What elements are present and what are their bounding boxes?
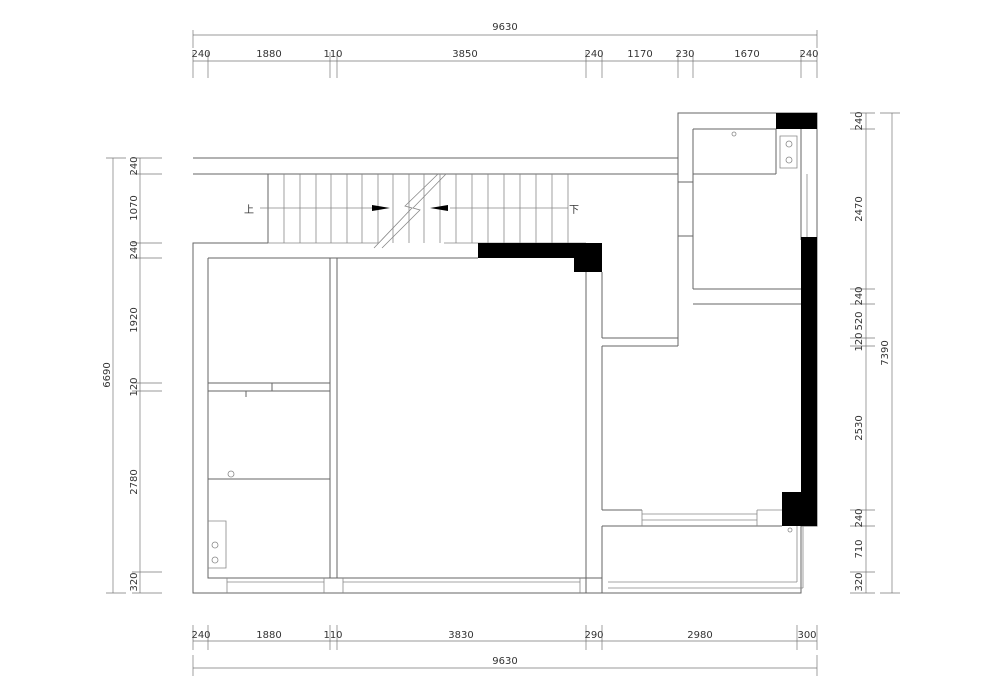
bottom-seg-7: 300 [797,630,816,641]
stair-up-label: 上 [244,204,254,216]
interior-walls [208,258,804,593]
left-seg-5: 120 [129,377,140,396]
bottom-dimension-total: 9630 [192,655,818,676]
top-seg-2: 1880 [256,49,281,60]
left-seg-7: 320 [129,572,140,591]
left-seg-1: 240 [129,156,140,175]
top-total-label: 9630 [492,22,517,33]
stair-arrow-right [372,205,390,211]
right-seg-4: 520 [854,311,865,330]
left-total-label: 6690 [102,362,113,387]
top-seg-8: 1670 [734,49,759,60]
right-seg-1: 240 [854,111,865,130]
top-seg-6: 1170 [627,49,652,60]
bottom-seg-1: 240 [191,630,210,641]
right-seg-2: 2470 [854,196,865,221]
bottom-seg-4: 3830 [448,630,473,641]
left-seg-4: 1920 [129,307,140,332]
right-seg-5: 120 [854,332,865,351]
top-dimension-segments: 240 1880 110 3850 240 1170 230 1670 240 [191,49,819,78]
left-seg-2: 1070 [129,195,140,220]
left-seg-3: 240 [129,240,140,259]
right-seg-8: 710 [854,539,865,558]
bottom-total-label: 9630 [492,656,517,667]
bottom-seg-5: 290 [584,630,603,641]
stair-arrow-left [430,205,448,211]
outer-walls [192,112,818,594]
top-seg-3: 110 [323,49,342,60]
bottom-dimension-segments: 240 1880 110 3830 290 2980 300 [191,625,818,650]
column-center [478,243,602,272]
staircase: 上 下 [244,173,586,249]
top-seg-1: 240 [191,49,210,60]
bottom-seg-2: 1880 [256,630,281,641]
right-dimension-segments: 240 2470 240 520 120 2530 240 710 320 [850,111,875,594]
right-seg-6: 2530 [854,415,865,440]
right-seg-7: 240 [854,508,865,527]
top-seg-5: 240 [584,49,603,60]
wall-right-east [782,237,817,526]
column-top-right [776,113,817,129]
top-seg-4: 3850 [452,49,477,60]
bottom-seg-3: 110 [323,630,342,641]
top-dimension-total: 9630 [192,22,818,48]
top-right-room [677,128,808,338]
bottom-seg-6: 2980 [687,630,712,641]
left-dimension-total: 6690 [102,157,126,594]
right-total-label: 7390 [880,340,891,365]
left-dimension-segments: 240 1070 240 1920 120 2780 320 [129,156,162,594]
top-seg-9: 240 [799,49,818,60]
right-seg-9: 320 [854,572,865,591]
structural-walls [478,113,817,526]
left-seg-6: 2780 [129,469,140,494]
right-dimension-total: 7390 [880,112,900,594]
stair-down-label: 下 [569,205,579,216]
top-seg-7: 230 [675,49,694,60]
right-seg-3: 240 [854,286,865,305]
